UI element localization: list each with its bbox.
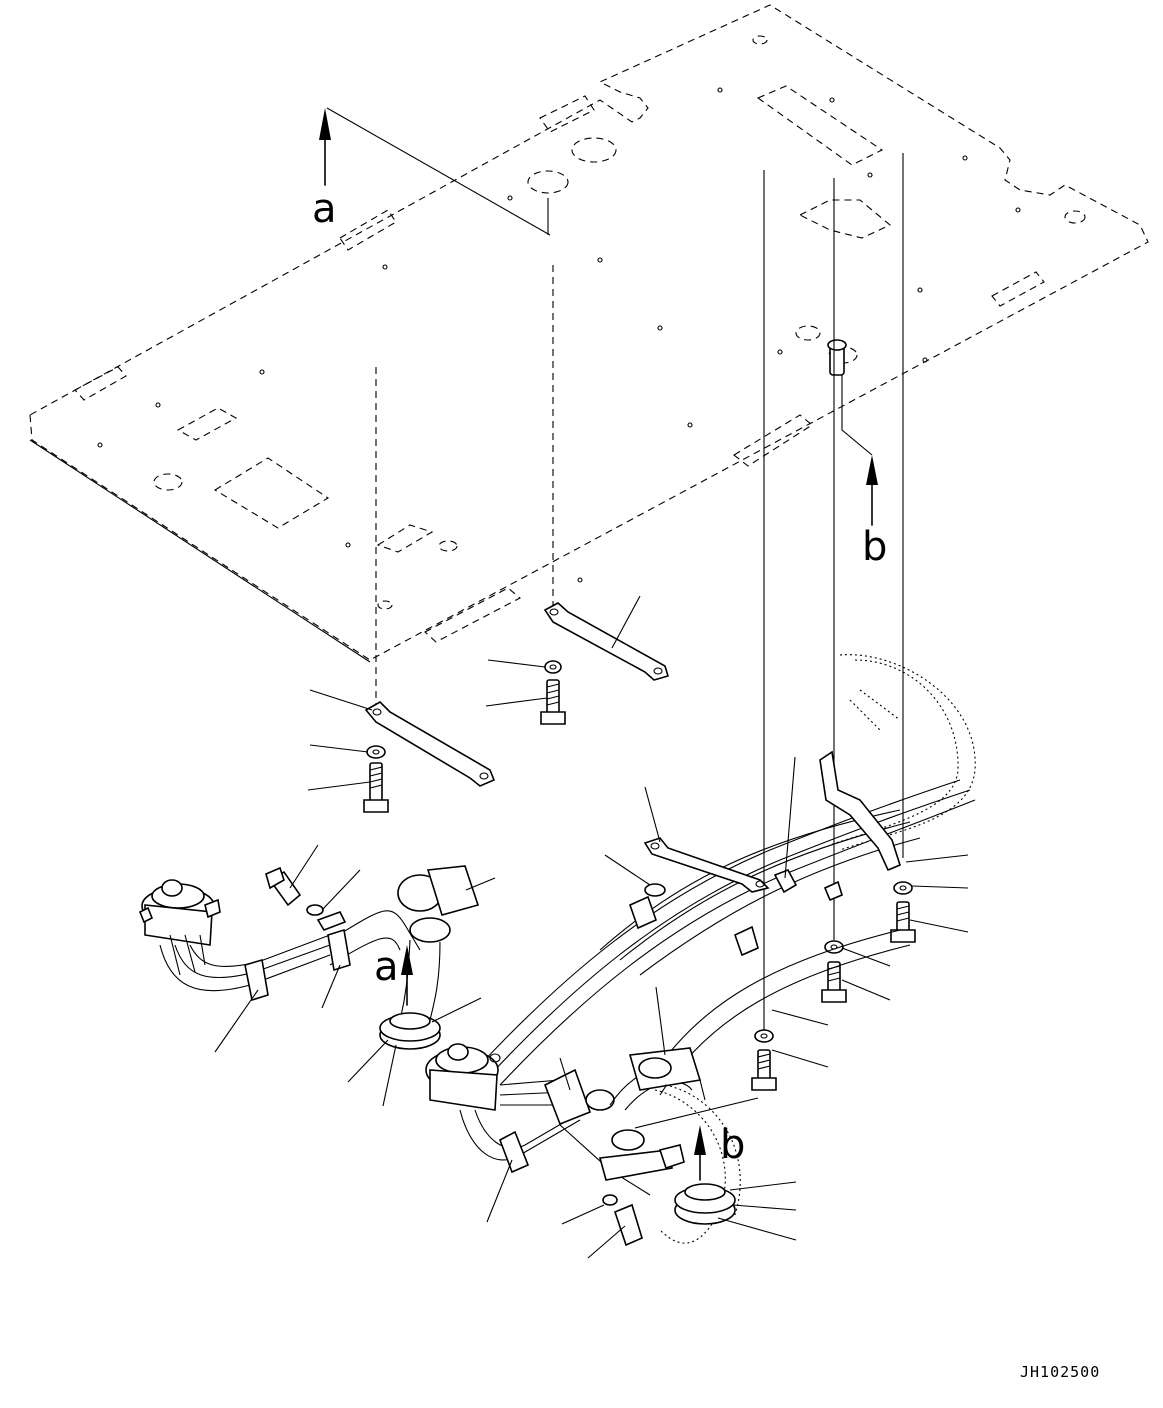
washer-bolt-right-1 [890, 881, 916, 943]
label-a-top: a [312, 186, 337, 232]
label-b-top: b [862, 524, 887, 570]
bracket-center [540, 602, 669, 725]
valve-center [425, 1043, 586, 1174]
washer-bolt-right-3 [751, 1029, 777, 1091]
reference-arrow-a-top: a [312, 107, 551, 236]
drawing-code: JH102500 [1020, 1363, 1100, 1381]
label-a-bottom: a [374, 944, 399, 990]
hose-clamp-center [543, 1068, 685, 1196]
reference-arrow-b-top: b [841, 375, 887, 570]
bolt-center [540, 679, 566, 725]
elbow-hose-a [327, 865, 480, 1021]
valve-left [138, 879, 331, 1002]
bolt-center-lower [602, 1194, 643, 1247]
callout-leaders [214, 595, 969, 1259]
bolt-washer-left-valve [265, 866, 347, 931]
reference-arrow-b-bottom: b [694, 1122, 745, 1181]
plate-holes [97, 87, 1021, 583]
elbow-hose-b [609, 1047, 741, 1244]
reference-arrow-a-bottom: a [374, 944, 413, 1006]
grommet-b [674, 1183, 736, 1225]
floor-plate [29, 4, 1149, 663]
grommet-a [379, 1012, 441, 1050]
bracket-left [363, 701, 496, 813]
label-b-bottom: b [720, 1122, 745, 1168]
washer-bolt-right-2 [821, 940, 847, 1003]
bolt-left [363, 762, 389, 813]
hose-clamps-upper [643, 750, 901, 902]
